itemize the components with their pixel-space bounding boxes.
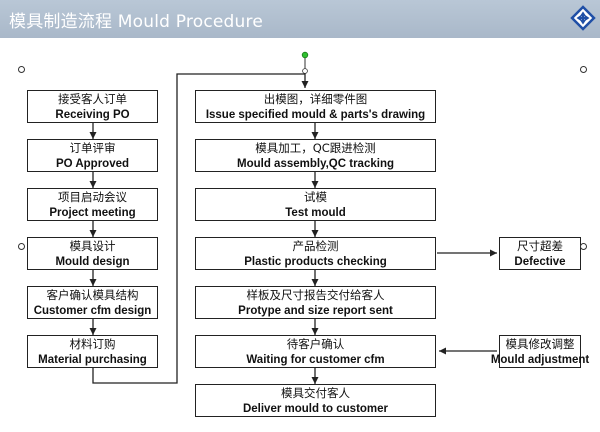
node-label-en: Waiting for customer cfm bbox=[246, 353, 385, 366]
node-label-zh: 产品检测 bbox=[292, 238, 339, 253]
selection-handle bbox=[580, 66, 587, 73]
node-label-zh: 材料订购 bbox=[69, 336, 116, 351]
node-label-en: Plastic products checking bbox=[244, 255, 387, 268]
node-label-zh: 项目启动会议 bbox=[58, 189, 127, 204]
selection-handle bbox=[18, 243, 25, 250]
node-label-zh: 模具设计 bbox=[69, 238, 116, 253]
node-label-zh: 客户确认模具结构 bbox=[46, 287, 139, 302]
node-label-en: Material purchasing bbox=[38, 353, 147, 366]
left-node-4: 模具设计 Mould design bbox=[27, 237, 158, 270]
center-node-7: 模具交付客人 Deliver mould to customer bbox=[195, 384, 436, 417]
node-label-zh: 出模图，详细零件图 bbox=[263, 91, 368, 106]
node-label-zh: 样板及尺寸报告交付给客人 bbox=[246, 287, 385, 302]
node-label-zh: 模具修改调整 bbox=[505, 336, 575, 351]
green-selection-handle bbox=[301, 51, 309, 59]
node-label-en: PO Approved bbox=[55, 157, 130, 170]
node-label-en: Receiving PO bbox=[55, 108, 130, 121]
node-label-en: Test mould bbox=[285, 206, 346, 219]
center-node-1: 出模图，详细零件图 Issue specified mould & parts's… bbox=[195, 90, 436, 123]
node-label-en: Deliver mould to customer bbox=[242, 402, 389, 415]
left-node-5: 客户确认模具结构 Customer cfm design bbox=[27, 286, 158, 319]
header-band: 模具制造流程 Mould Procedure bbox=[0, 0, 600, 38]
selection-handle bbox=[580, 243, 587, 250]
center-node-4: 产品检测 Plastic products checking bbox=[195, 237, 436, 270]
top-selection-handle bbox=[302, 68, 308, 74]
node-label-zh: 接受客人订单 bbox=[58, 91, 127, 106]
node-label-zh: 订单评审 bbox=[69, 140, 116, 155]
node-label-en: Defective bbox=[514, 255, 566, 268]
selection-handle bbox=[18, 66, 25, 73]
node-label-zh: 尺寸超差 bbox=[517, 238, 563, 253]
node-label-en: Mould assembly,QC tracking bbox=[237, 157, 394, 170]
node-label-en: Mould design bbox=[55, 255, 130, 268]
node-label-zh: 待客户确认 bbox=[286, 336, 345, 351]
center-node-5: 样板及尺寸报告交付给客人 Protype and size report sent bbox=[195, 286, 436, 319]
left-node-2: 订单评审 PO Approved bbox=[27, 139, 158, 172]
page-title: 模具制造流程 Mould Procedure bbox=[9, 12, 263, 32]
diamond-arrows-icon bbox=[570, 5, 596, 31]
node-label-en: Issue specified mould & parts's drawing bbox=[205, 108, 426, 121]
node-label-en: Project meeting bbox=[49, 206, 136, 219]
center-node-3: 试模 Test mould bbox=[195, 188, 436, 221]
left-node-1: 接受客人订单 Receiving PO bbox=[27, 90, 158, 123]
mould-adjustment-node: 模具修改调整 Mould adjustment bbox=[491, 335, 589, 368]
node-label-zh: 模具加工，QC跟进检测 bbox=[255, 140, 376, 155]
left-node-3: 项目启动会议 Project meeting bbox=[27, 188, 158, 221]
node-label-zh: 模具交付客人 bbox=[281, 385, 350, 400]
node-label-en: Mould adjustment bbox=[490, 353, 590, 366]
connector-material-to-drawing bbox=[92, 73, 309, 384]
left-node-6: 材料订购 Material purchasing bbox=[27, 335, 158, 368]
node-label-zh: 试模 bbox=[304, 189, 327, 204]
center-node-6: 待客户确认 Waiting for customer cfm bbox=[195, 335, 436, 368]
defective-node: 尺寸超差 Defective bbox=[499, 237, 581, 270]
node-label-en: Customer cfm design bbox=[33, 304, 152, 317]
center-node-2: 模具加工，QC跟进检测 Mould assembly,QC tracking bbox=[195, 139, 436, 172]
node-label-en: Protype and size report sent bbox=[238, 304, 393, 317]
